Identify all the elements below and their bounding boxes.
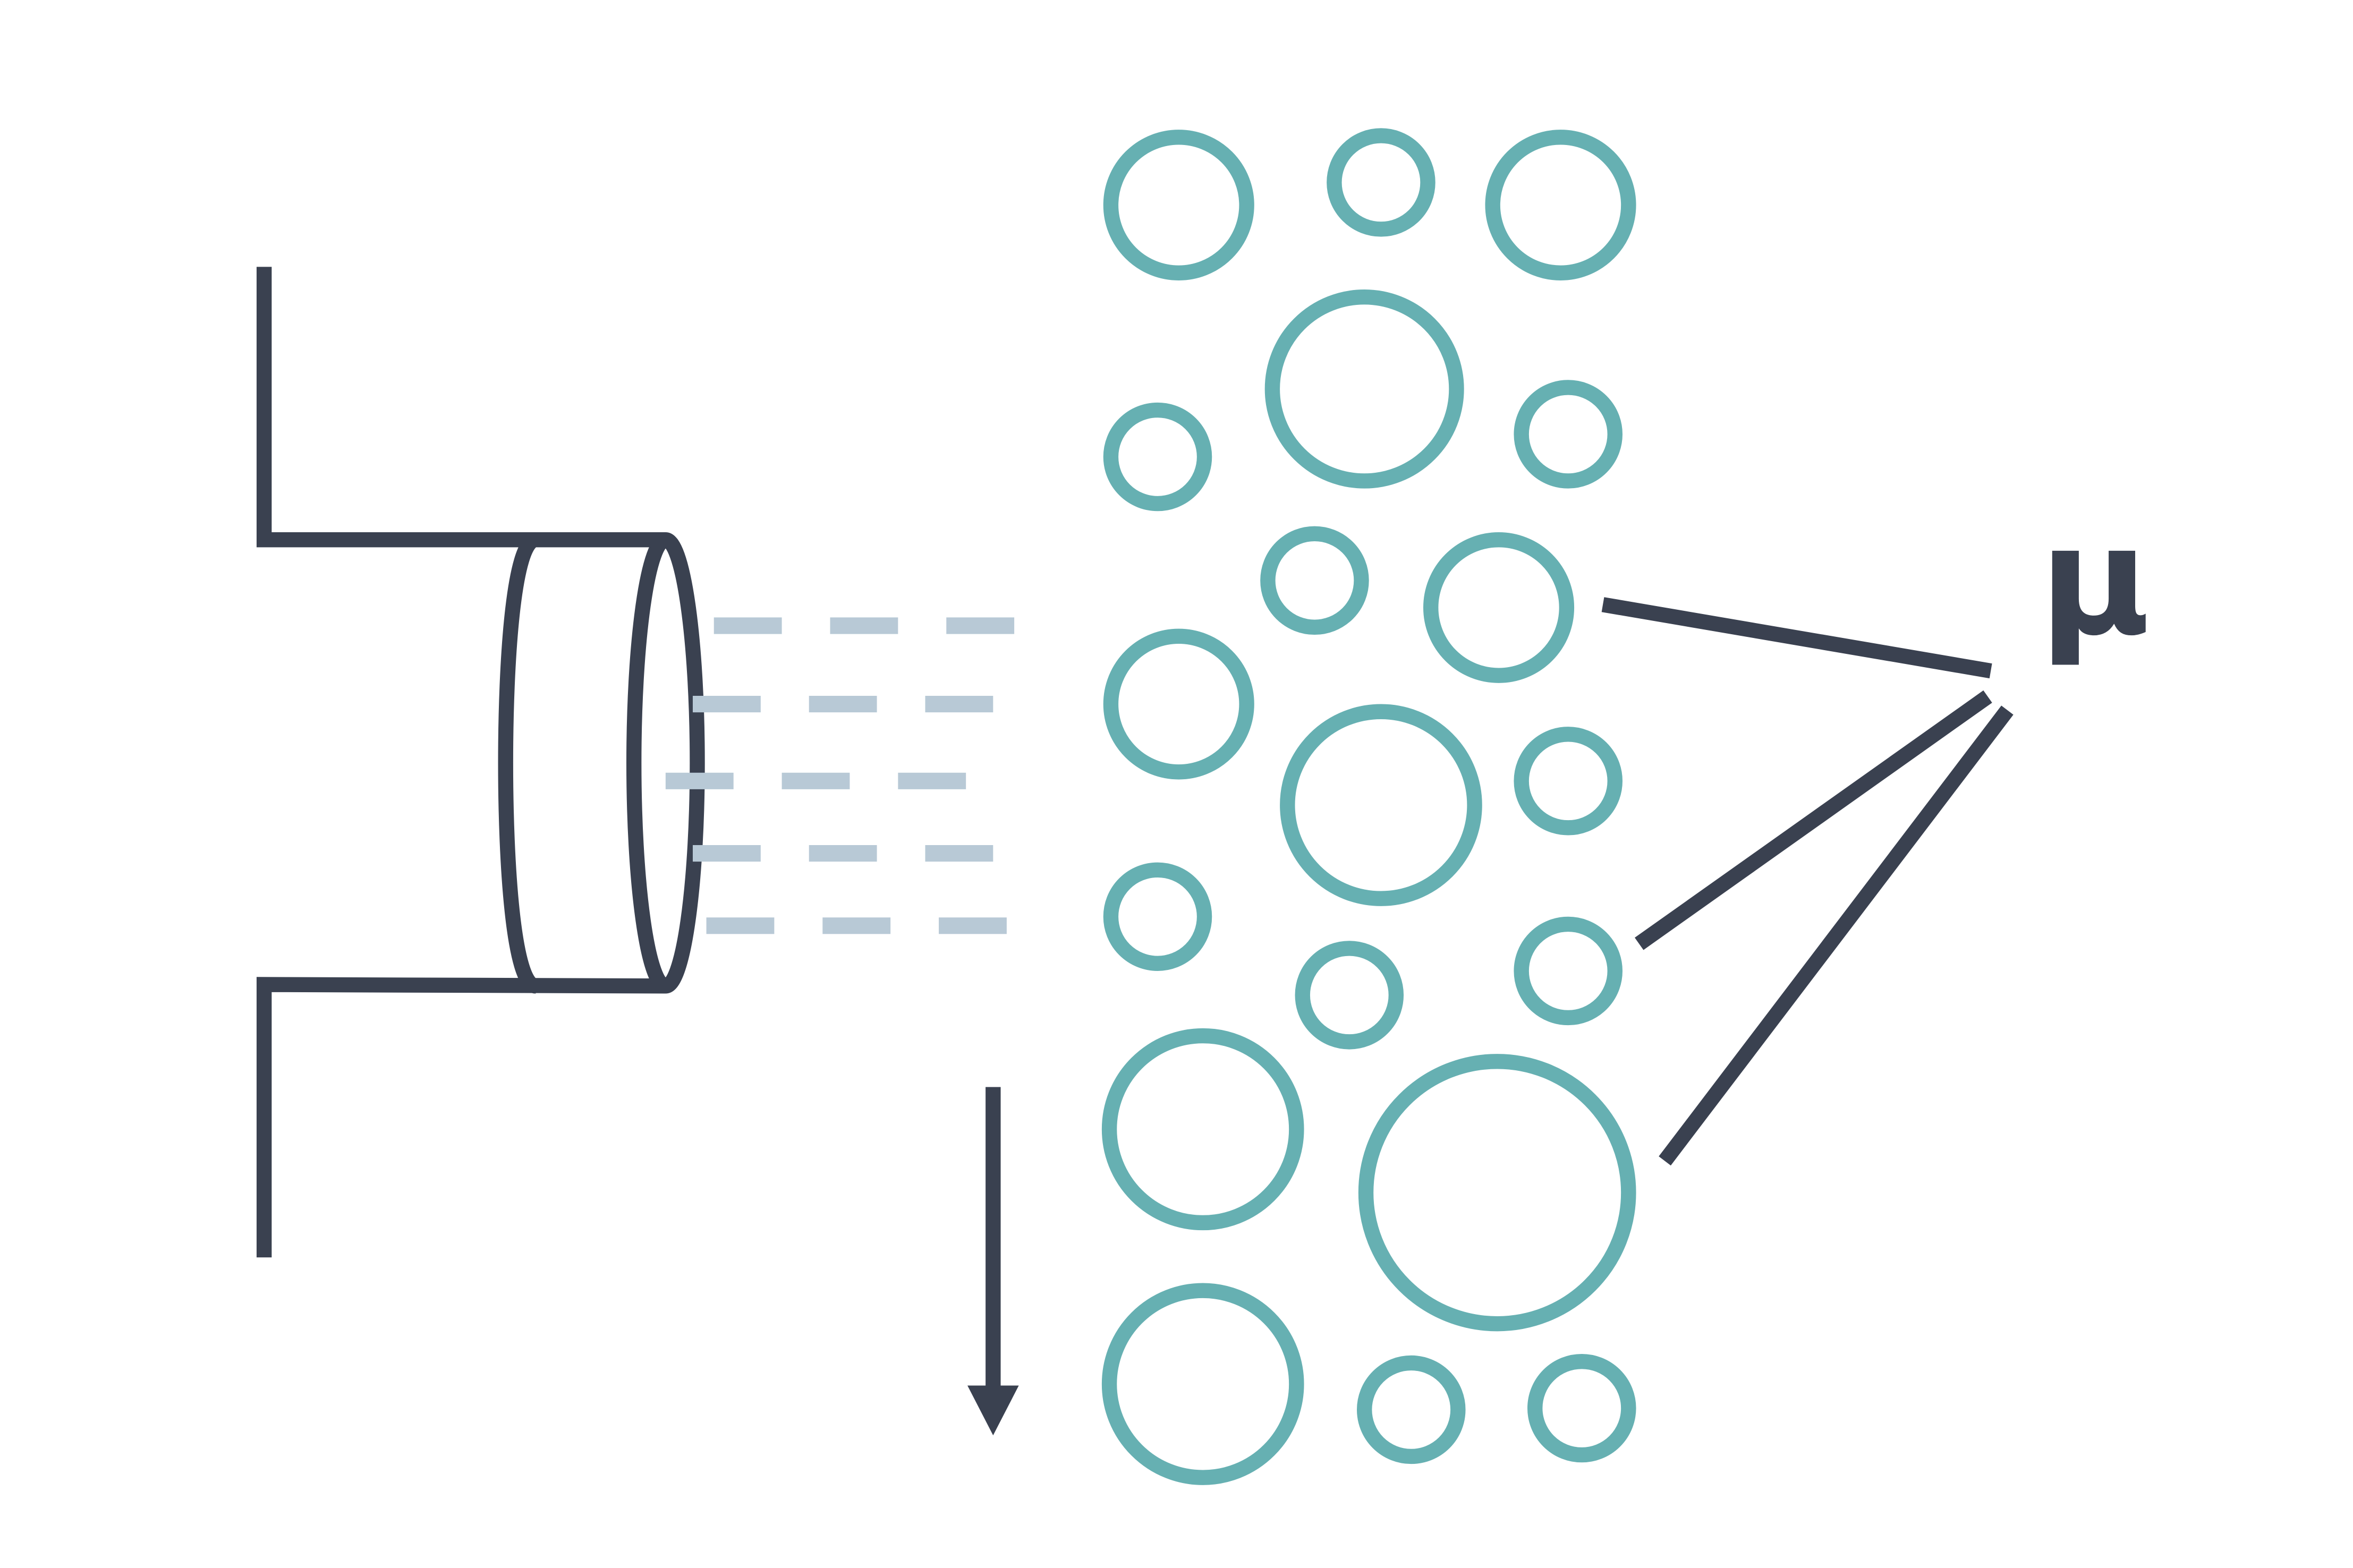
pointer-lines <box>1601 597 2014 1166</box>
cylinder-outline <box>498 532 705 994</box>
down-arrow-icon <box>967 1087 1019 1436</box>
bubble <box>1423 532 1575 683</box>
bubble <box>1485 130 1636 280</box>
mu-label: μ <box>2040 493 2151 669</box>
wall-bottom <box>256 977 666 1258</box>
bubble <box>1527 1353 1636 1463</box>
bubble <box>1514 380 1623 489</box>
bubble <box>1327 128 1435 237</box>
wall-top <box>256 267 666 548</box>
bubble <box>1103 130 1254 280</box>
bubble <box>1295 941 1404 1050</box>
bubble <box>1356 1355 1466 1464</box>
bubble <box>1264 289 1464 489</box>
pointer-line-1 <box>1601 597 1992 679</box>
bubble <box>1101 1028 1304 1231</box>
bubble <box>1280 704 1482 906</box>
bubble <box>1358 1054 1636 1332</box>
bubble <box>1514 727 1623 836</box>
bubble-cluster <box>1101 128 1636 1485</box>
arrow-head <box>967 1385 1019 1436</box>
bubble <box>1103 628 1254 780</box>
bubble <box>1101 1283 1304 1485</box>
bubble <box>1514 916 1623 1026</box>
bubble <box>1260 526 1369 635</box>
spray-dashes <box>665 617 1015 934</box>
bubble <box>1103 862 1212 971</box>
bubble <box>1103 402 1212 512</box>
cylinder-back-edge <box>498 532 538 994</box>
pointer-line-2 <box>1635 690 1992 950</box>
pointer-line-3 <box>1659 705 2014 1166</box>
cylinder-front-face <box>626 532 705 994</box>
wall-outline <box>256 267 666 1258</box>
